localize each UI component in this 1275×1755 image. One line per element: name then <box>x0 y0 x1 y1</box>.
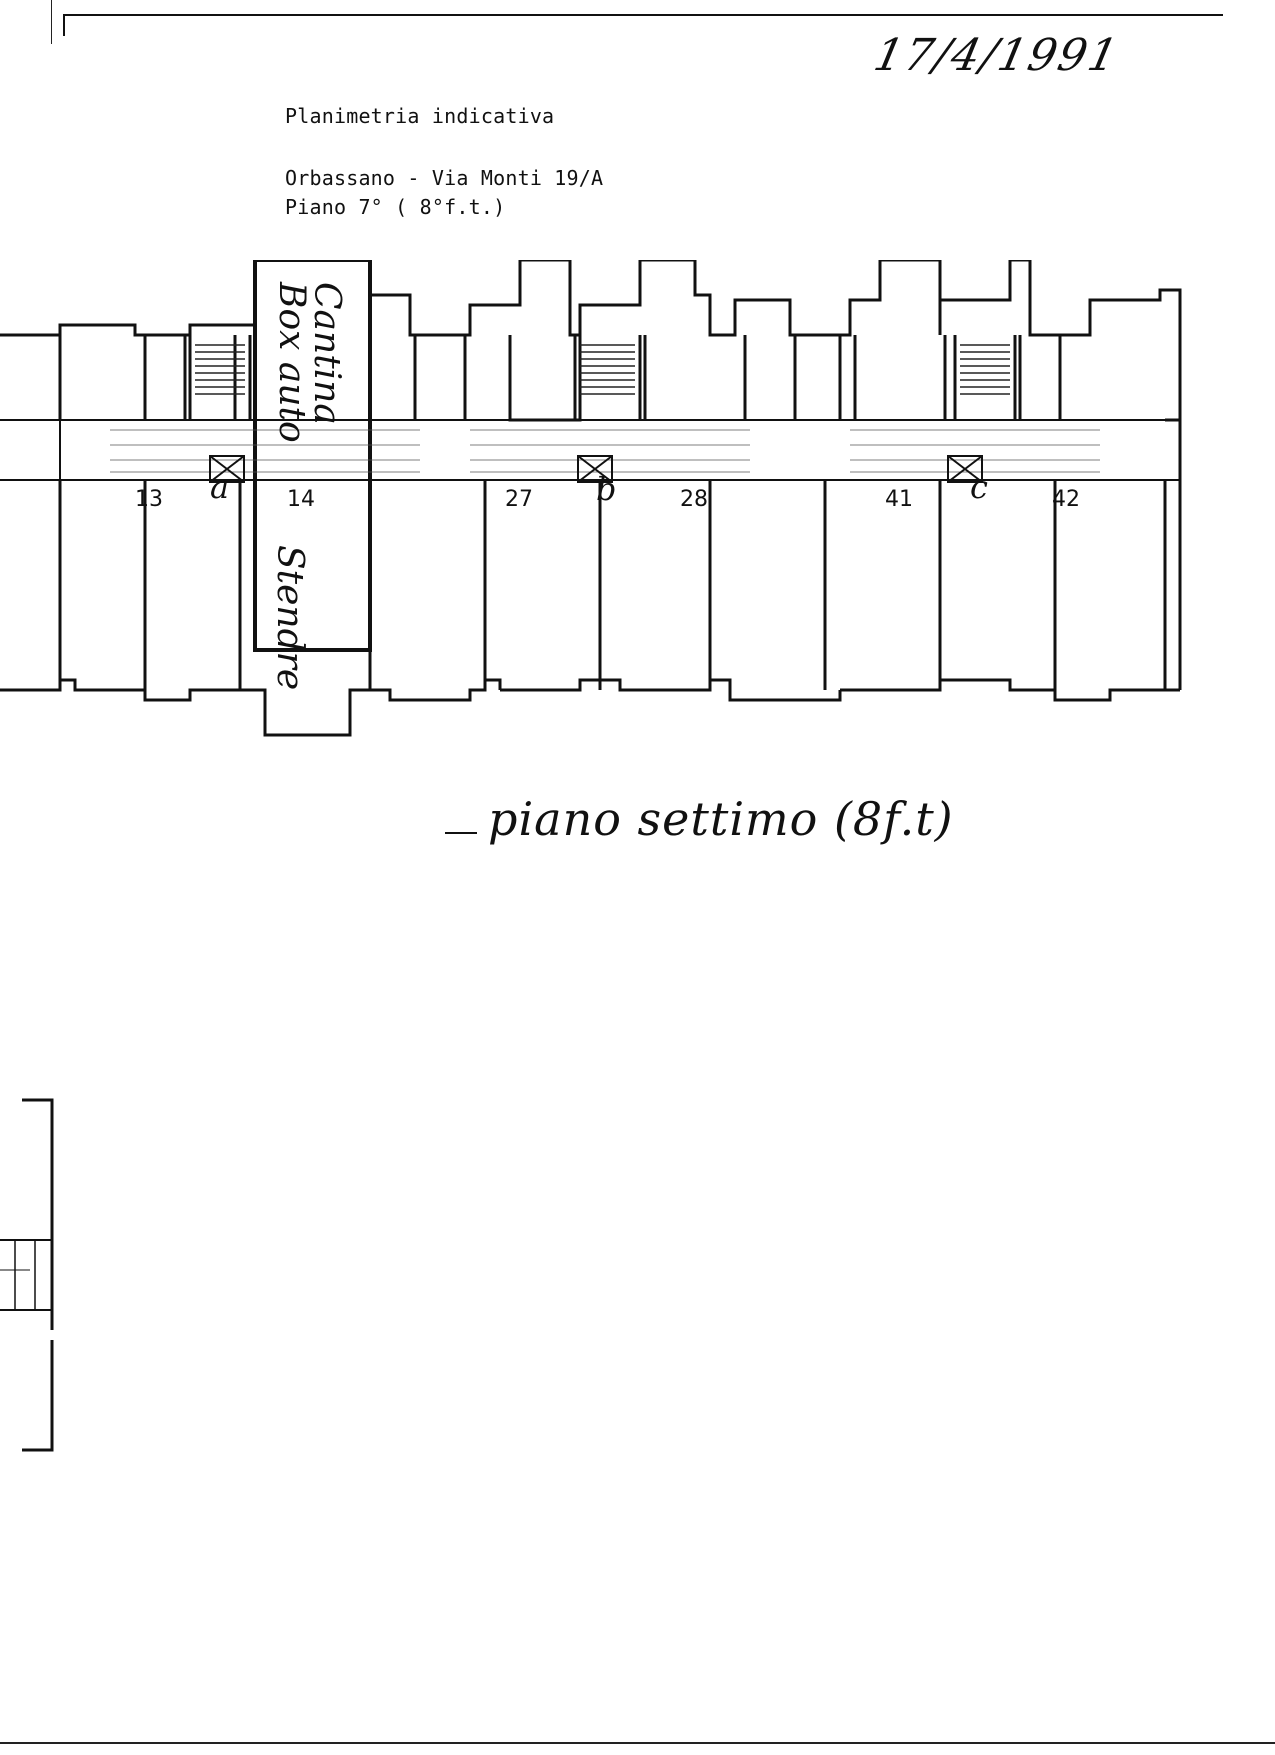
unit-label-41: 41 <box>885 487 913 512</box>
handwritten-date: 17/4/1991 <box>869 30 1125 81</box>
stair-treads <box>195 344 1010 395</box>
stairwell-label-c: c <box>970 468 988 506</box>
unit-label-13: 13 <box>135 487 163 512</box>
top-border-tick <box>63 14 65 36</box>
address-line: Orbassano - Via Monti 19/A <box>285 166 604 190</box>
stairwell-label-b: b <box>596 470 616 508</box>
handwritten-caption: piano settimo (8f.t) <box>488 792 954 846</box>
handwritten-note-stendre: Stendre <box>269 545 310 690</box>
scan-edge-line <box>51 0 52 44</box>
unit-label-27: 27 <box>505 487 533 512</box>
document-title: Planimetria indicativa <box>285 104 555 128</box>
handwritten-note-box: Box auto <box>271 281 312 443</box>
bottom-border-line <box>0 1742 1275 1744</box>
floor-line: Piano 7° ( 8°f.t.) <box>285 195 506 219</box>
handwritten-note-cantina: Cantina <box>306 282 347 425</box>
top-border-line <box>65 14 1223 16</box>
unit-label-42: 42 <box>1052 487 1080 512</box>
unit-label-28: 28 <box>680 487 708 512</box>
caption-dash <box>445 832 477 834</box>
stairwell-label-a: a <box>210 468 229 506</box>
corridor-tiles <box>110 429 1100 473</box>
unit-label-14: 14 <box>287 487 315 512</box>
plan-fragment <box>0 1098 54 1452</box>
elevator-shafts <box>209 455 983 483</box>
plan-walls <box>0 260 1182 737</box>
floor-plan: 13 14 27 28 41 42 a b c Cantina Box auto… <box>0 260 1182 737</box>
